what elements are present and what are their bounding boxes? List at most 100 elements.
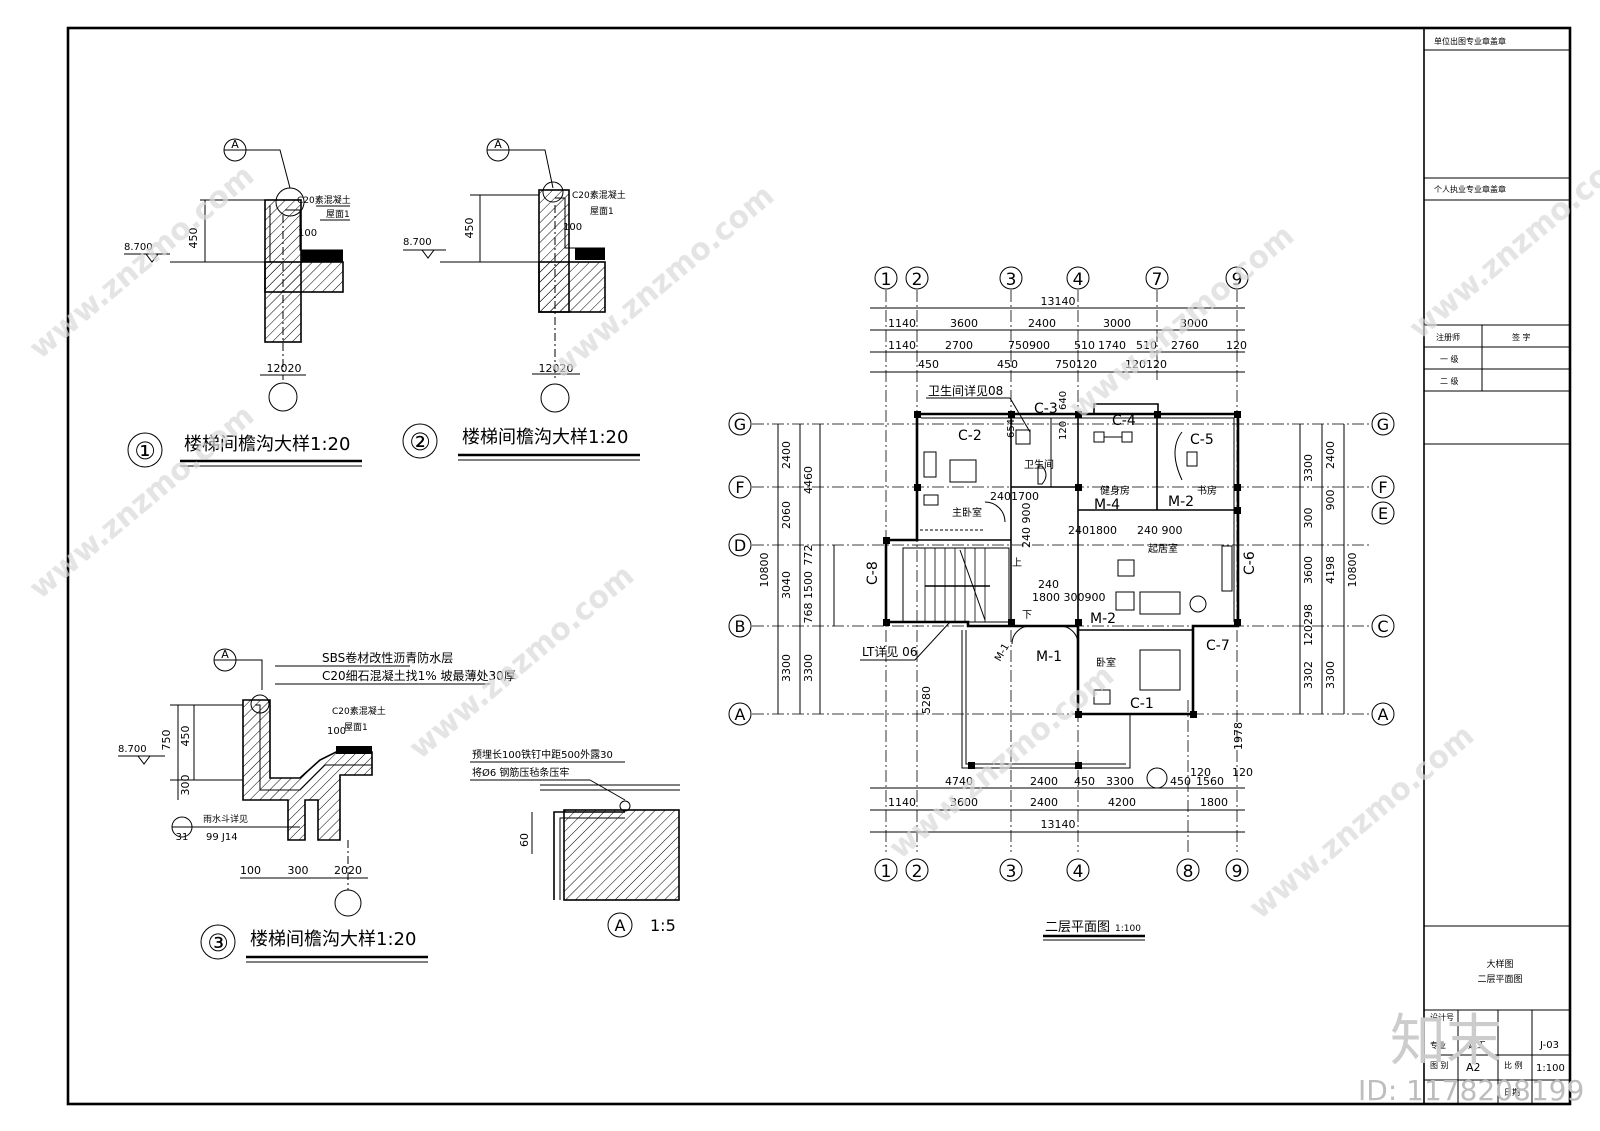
svg-text:D: D (734, 536, 746, 555)
svg-text:A: A (615, 916, 626, 935)
svg-text:300: 300 (288, 864, 309, 877)
svg-text:一 级: 一 级 (1440, 354, 1459, 364)
svg-text:1740: 1740 (1098, 339, 1126, 352)
top-axis-bubbles: 1 2 3 4 7 9 (874, 266, 1249, 290)
svg-text:C-2: C-2 (958, 428, 982, 444)
detail-number (127, 432, 163, 468)
svg-text:3040: 3040 (780, 571, 793, 599)
svg-text:4460: 4460 (802, 466, 815, 494)
svg-text:3000: 3000 (1103, 317, 1131, 330)
svg-text:C20素混凝土: C20素混凝土 (572, 189, 626, 201)
svg-text:2400: 2400 (1324, 441, 1337, 469)
svg-text:1140: 1140 (888, 339, 916, 352)
svg-text:二 级: 二 级 (1440, 376, 1459, 386)
svg-text:9: 9 (1232, 862, 1243, 882)
svg-text:2400: 2400 (780, 441, 793, 469)
svg-text:100: 100 (298, 228, 317, 239)
svg-text:上: 上 (1012, 557, 1022, 569)
svg-text:450: 450 (997, 358, 1018, 371)
svg-text:M-1: M-1 (1036, 649, 1062, 665)
svg-text:www.znzmo.com: www.znzmo.com (883, 658, 1121, 866)
detail-3: A SBS卷材改性沥青防水层 C20细石混凝土找1% 坡最薄处30厚 C20素混… (118, 648, 516, 963)
title-block: 单位出图专业章盖章 个人执业专业章盖章 注册师 签 字 一 级 二 级 大样图 … (1423, 27, 1571, 1104)
svg-text:450: 450 (463, 218, 476, 239)
svg-text:①: ① (134, 437, 156, 465)
svg-text:③: ③ (207, 929, 229, 957)
svg-text:3300: 3300 (802, 654, 815, 682)
drawing-name: 大样图 (1486, 958, 1513, 970)
svg-text:4198: 4198 (1324, 556, 1337, 584)
svg-text:1140: 1140 (888, 317, 916, 330)
svg-text:9: 9 (1232, 270, 1243, 290)
svg-text:屋面1: 屋面1 (344, 722, 368, 733)
svg-text:设计号: 设计号 (1430, 1012, 1454, 1022)
svg-text:SBS卷材改性沥青防水层: SBS卷材改性沥青防水层 (322, 650, 453, 665)
svg-text:120298: 120298 (1302, 604, 1315, 646)
svg-text:12020: 12020 (539, 362, 574, 375)
svg-text:3300: 3300 (1302, 454, 1315, 482)
svg-text:预埋长100铁钉中距500外露30: 预埋长100铁钉中距500外露30 (472, 748, 613, 761)
svg-text:个人执业专业章盖章: 个人执业专业章盖章 (1434, 184, 1506, 194)
svg-text:C-8: C-8 (865, 561, 881, 585)
svg-text:450: 450 (1170, 775, 1191, 788)
svg-text:7: 7 (1152, 270, 1163, 290)
svg-text:2400: 2400 (1028, 317, 1056, 330)
svg-text:C-5: C-5 (1190, 432, 1214, 448)
svg-text:E: E (1378, 504, 1388, 523)
svg-text:750900: 750900 (1008, 339, 1050, 352)
svg-text:3000: 3000 (1180, 317, 1208, 330)
svg-text:G: G (1377, 415, 1389, 434)
svg-text:3300: 3300 (1324, 661, 1337, 689)
svg-text:C-7: C-7 (1206, 638, 1230, 654)
svg-text:M-2: M-2 (1090, 611, 1116, 627)
room-label: 健身房 (1100, 484, 1130, 497)
svg-text:2060: 2060 (780, 501, 793, 529)
svg-text:F: F (1378, 478, 1387, 497)
plan-walls (883, 403, 1241, 769)
detail-1: A 450 8.700 C20素混凝土 屋面1 100 12020 ① 楼梯间檐… (124, 138, 362, 468)
svg-text:C20细石混凝土找1% 坡最薄处30厚: C20细石混凝土找1% 坡最薄处30厚 (322, 668, 516, 683)
svg-text:www.znzmo.com: www.znzmo.com (23, 398, 261, 606)
svg-text:510: 510 (1074, 339, 1095, 352)
svg-text:450: 450 (1074, 775, 1095, 788)
svg-text:C-6: C-6 (1242, 551, 1258, 575)
svg-text:100: 100 (327, 726, 346, 737)
svg-text:C20素混凝土: C20素混凝土 (297, 194, 351, 206)
svg-text:②: ② (409, 428, 431, 456)
svg-text:510: 510 (1136, 339, 1157, 352)
svg-text:8.700: 8.700 (118, 744, 147, 755)
svg-text:www.znzmo.com: www.znzmo.com (1063, 218, 1301, 426)
svg-text:1800 300900: 1800 300900 (1032, 591, 1105, 604)
svg-text:C: C (1377, 617, 1388, 636)
svg-text:1800: 1800 (1200, 796, 1228, 809)
svg-text:C-1: C-1 (1130, 696, 1154, 712)
svg-text:13140: 13140 (1041, 295, 1076, 308)
watermark: www.znzmo.com www.znzmo.com www.znzmo.co… (23, 138, 1600, 926)
svg-text:1: 1 (881, 862, 892, 882)
svg-text:2020: 2020 (334, 864, 362, 877)
svg-text:下: 下 (1022, 610, 1032, 621)
svg-text:1: 1 (881, 270, 892, 290)
svg-text:3: 3 (1006, 270, 1017, 290)
svg-text:2400: 2400 (1030, 775, 1058, 788)
svg-text:3600: 3600 (950, 796, 978, 809)
drawing-name: 二层平面图 (1477, 974, 1522, 985)
svg-text:屋面1: 屋面1 (326, 209, 350, 220)
svg-text:卫生间详见08: 卫生间详见08 (928, 383, 1003, 398)
svg-text:1500: 1500 (802, 571, 815, 599)
svg-text:4200: 4200 (1108, 796, 1136, 809)
plan-title: 二层平面图 (1045, 920, 1110, 935)
svg-text:比 例: 比 例 (1504, 1060, 1523, 1070)
svg-text:www.znzmo.com: www.znzmo.com (1243, 718, 1481, 926)
svg-text:3: 3 (1006, 862, 1017, 882)
svg-text:300: 300 (179, 775, 192, 796)
svg-text:2700: 2700 (945, 339, 973, 352)
detail-title: 楼梯间檐沟大样1:20 (462, 427, 628, 448)
detail-a: 预埋长100铁钉中距500外露30 将Ø6 钢筋压毡条压牢 60 A 1:5 (470, 748, 680, 938)
svg-text:3300: 3300 (1106, 775, 1134, 788)
svg-text:4: 4 (1073, 862, 1084, 882)
svg-text:240 900: 240 900 (1020, 503, 1033, 549)
svg-text:C-3: C-3 (1034, 401, 1058, 417)
svg-text:4: 4 (1073, 270, 1084, 290)
